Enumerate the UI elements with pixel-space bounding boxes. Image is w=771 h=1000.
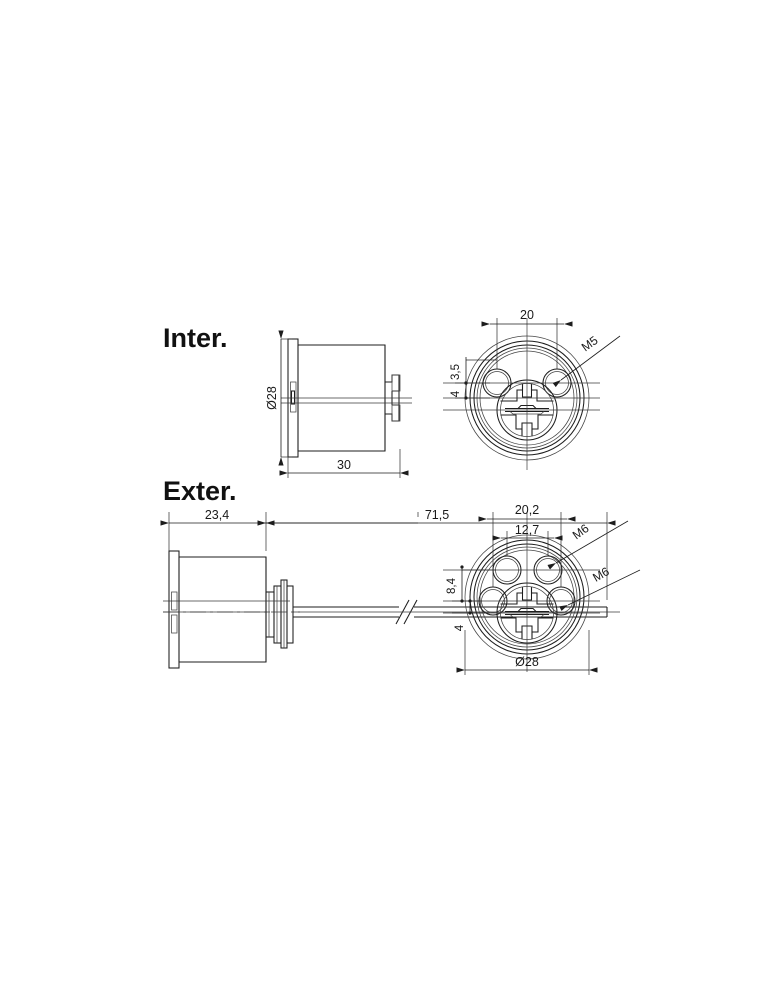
interior-thread-label: M5 [579,333,601,354]
exterior-offset-dimensions: 8,4 4 [446,565,496,631]
interior-width-label: 20 [520,308,534,322]
exterior-offset-upper-label: 8,4 [446,577,458,594]
exterior-rod-length-dimension: 71,5 [257,508,616,600]
exterior-thread-callout-upper: M6 [547,520,629,570]
exterior-offset-lower-label: 4 [454,624,466,631]
interior-face-view [443,318,600,470]
interior-side-view [281,338,412,458]
interior-length-label: 30 [337,458,351,472]
exterior-outer-width-label: 20,2 [515,503,539,517]
interior-diameter-dimension: Ø28 [265,330,292,466]
exterior-body-length-label: 23,4 [205,508,229,522]
interior-length-dimension: 30 [279,449,409,478]
exterior-side-view [163,550,620,669]
exterior-diameter-dimension: Ø28 [456,630,598,675]
exterior-thread-label-upper: M6 [570,521,592,542]
exterior-inner-width-dimension: 12,7 [492,523,563,556]
interior-width-dimension: 20 [481,308,573,369]
interior-offset-dimensions: 3,5 4 [450,357,497,400]
exterior-rod-length-label: 71,5 [425,508,449,522]
interior-thread-callout: M5 [552,333,621,388]
exterior-inner-width-label: 12,7 [515,523,539,537]
interior-offset-upper-label: 3,5 [450,364,462,380]
exterior-thread-label-lower: M6 [590,564,612,585]
exterior-outer-width-dimension: 20,2 [478,503,576,587]
exterior-body-length-dimension: 23,4 [160,508,275,551]
interior-offset-lower-label: 4 [450,390,462,397]
interior-diameter-label: Ø28 [265,386,279,410]
exterior-view-label: Exter. [163,476,237,506]
interior-view-label: Inter. [163,323,228,353]
exterior-diameter-label: Ø28 [515,655,539,669]
